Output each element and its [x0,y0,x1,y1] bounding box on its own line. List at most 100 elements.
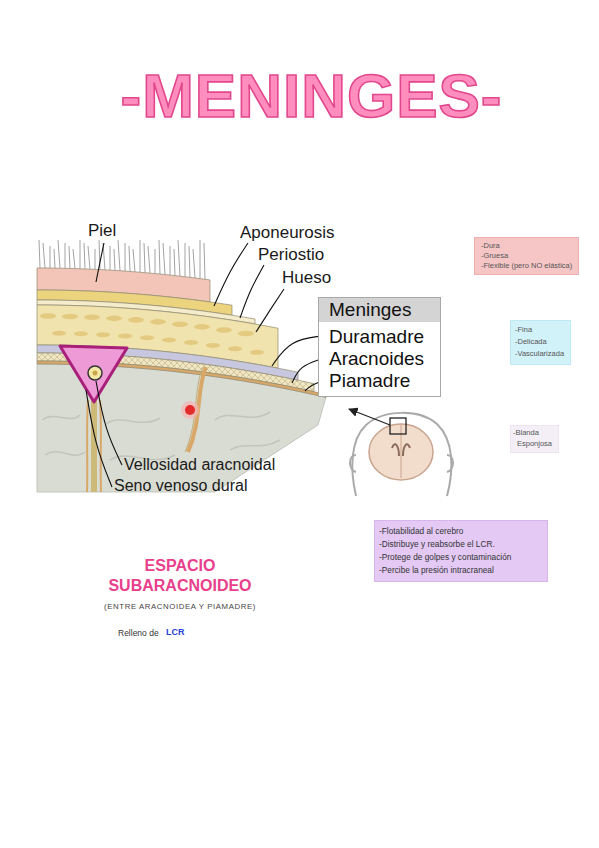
hair-line [95,249,96,269]
note-text: -Vascularizada [515,348,564,360]
hair-line [163,243,165,275]
gyrus-line [230,440,280,450]
leader-line [214,243,248,306]
ear [447,455,453,472]
legend-box: MeningesDuramadreAracnoidesPiamadre [318,297,441,397]
hair-line [140,240,141,272]
note-text: -Percibe la presión intracraneal [379,564,541,577]
section-note: Relleno de [118,628,159,638]
sulcus-dura [185,367,203,452]
layer-label: Periostio [258,245,324,265]
hair-line [118,240,120,271]
hair-line [50,246,51,268]
leader-line [292,359,321,383]
note-text: -Flexible (pero NO elástica) [481,261,572,271]
legend-heading: Meninges [319,298,440,322]
pia-fold [100,400,101,492]
hair-line [73,249,75,269]
gyrus-line [45,452,85,456]
head-outline [352,413,451,496]
hair-line [69,246,70,268]
zoom-arrow [349,409,390,425]
hair-line [185,243,186,277]
note-text: -Distribuye y reabsorbe el LCR. [379,538,541,551]
arachnoid-villus-core [93,371,98,376]
bone-pore [62,314,78,320]
hair-line [159,240,160,274]
section-subtitle: (ENTRE ARACNOIDEA Y PIAMADRE) [60,602,300,611]
hair-line [189,246,190,277]
hair-line [125,243,126,271]
note-box: -Fina-Delicada-Vascularizada [510,320,571,365]
bone-pore [106,316,122,322]
bone-pore [140,335,154,340]
structure-label: Vellosidad aracnoidal [124,456,275,474]
hair-line [65,243,66,268]
structure-label: Seno venoso dural [114,477,247,495]
bone-pore [206,343,220,348]
hair-line [88,246,90,269]
gyrus-line [215,412,270,420]
bone-pore [128,317,144,323]
hair-line [144,243,145,273]
hair-line [54,249,55,268]
layer-label: Hueso [282,268,331,288]
note-box: -Flotabilidad al cerebro-Distribuye y re… [374,520,548,582]
layer-label: Aponeurosis [240,223,335,243]
ear [350,455,356,472]
bone-pore [216,327,232,333]
bone-pore [52,331,66,336]
zoom-box [390,418,406,434]
bone-pore [238,331,254,337]
hair-line [84,243,85,269]
hair-line [174,249,175,276]
hair-line [148,246,150,273]
hair-line [43,243,45,268]
gyrus-line [42,415,80,420]
layer-name: Piamadre [319,370,440,392]
arachnoid-villus [88,366,102,380]
gyrus-line [105,418,160,425]
layer-label: Piel [88,221,116,241]
note-box: -BlandaEsponjosa [510,425,559,453]
layer-name: Duramadre [319,322,440,348]
hair-line [155,249,156,274]
note-text: -Blanda [513,428,552,439]
dural-sinus [60,346,127,402]
hair-line [204,243,205,279]
ventricles [392,444,410,456]
bone-pore [84,314,100,320]
note-text: -Flotabilidad al cerebro [379,525,541,538]
brain-section [369,424,433,480]
bone-pore [194,324,210,330]
bone-pore [172,321,188,327]
hair-line [133,249,135,272]
bone-pore [162,337,176,342]
falx [91,398,97,492]
note-box: -Dura-Gruesa-Flexible (pero NO elástica) [474,237,579,275]
note-text: -Gruesa [481,251,572,261]
bone-pore [118,334,132,339]
bone-pore [40,313,56,319]
leader-line [96,381,122,465]
bone-pore [150,319,166,325]
hair-line [39,240,40,268]
hair-line [114,249,115,270]
page-title: -MENINGES- [12,60,599,131]
hair-line [200,240,201,279]
bone-pore [250,350,264,355]
brain-midline [401,425,402,478]
note-text: Esponjosa [513,439,552,450]
hair-line [58,240,60,268]
bone-pore [184,340,198,345]
note-text: -Fina [515,324,564,336]
pia-fold [87,400,88,492]
blood-vessel [185,405,195,415]
vessel-glow [181,401,199,419]
note-text: -Delicada [515,336,564,348]
leader-line [86,390,112,487]
hair-line [170,246,171,275]
bone-pore [228,346,242,351]
hair-line [193,249,195,278]
